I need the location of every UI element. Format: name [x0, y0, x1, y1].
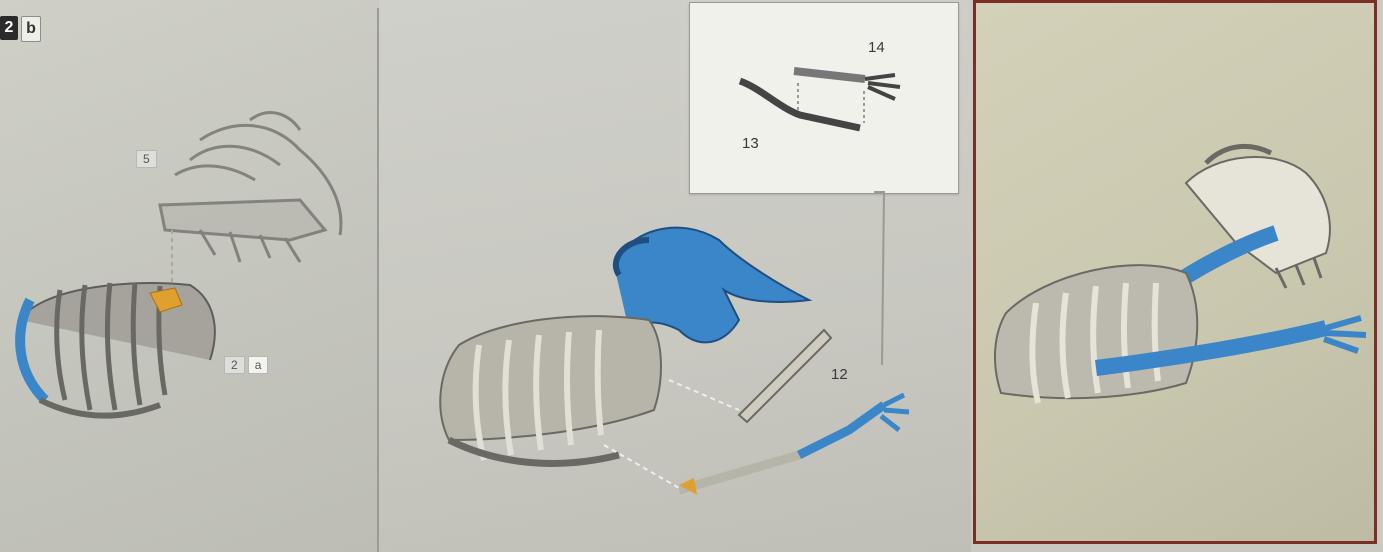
completed-dragon-skeleton: [976, 3, 1374, 541]
dragon-skeleton-assembly: [379, 0, 971, 552]
completed-result-panel: [973, 0, 1377, 544]
ribcage-illustration: [0, 0, 378, 552]
step-2b-panel: 2 b 5 2 a: [0, 0, 378, 552]
assembly-panel: 14 13 12: [379, 0, 971, 552]
